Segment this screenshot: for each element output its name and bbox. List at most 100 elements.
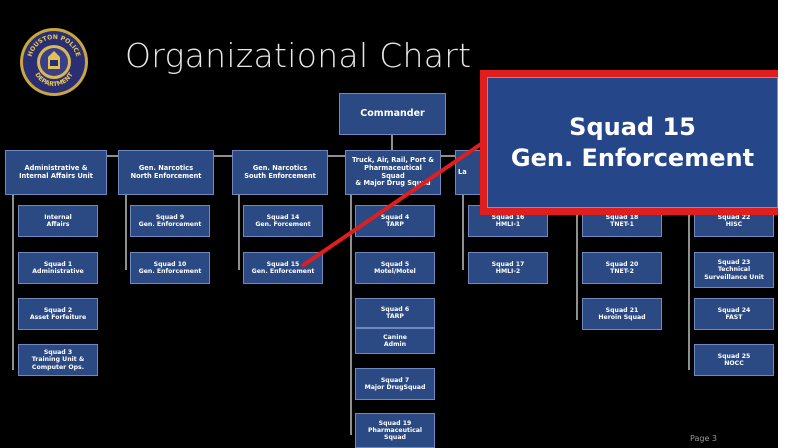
spine-col7	[688, 195, 690, 370]
box-line: Administrative &	[24, 163, 88, 172]
spine-col2	[125, 195, 127, 270]
box-line: Training Unit &	[31, 356, 85, 364]
box-line: Gen. Enforcement	[138, 221, 202, 228]
box-line: Pharmaceutical	[367, 426, 423, 434]
box-line: Squad 14	[266, 213, 300, 221]
box-line: TNET-1	[610, 221, 634, 228]
box-line: Gen. Enforcement	[138, 268, 202, 275]
box-line: HISC	[725, 221, 743, 228]
box-line: TNET-2	[610, 268, 634, 275]
box-line: Canine	[383, 333, 407, 341]
box-line: Asset Forfeiture	[29, 314, 87, 321]
box-line: La	[458, 167, 467, 176]
slide-title: Organizational Chart	[125, 36, 472, 75]
box-line: Gen. Narcotics	[252, 163, 308, 172]
box-line: Pharmaceutical	[364, 163, 422, 172]
box-line: South Enforcement	[244, 171, 316, 180]
box-line: Squad 22	[717, 213, 751, 221]
box-line: HMLI-2	[495, 268, 521, 275]
box-line: NOCC	[724, 360, 744, 367]
box-line: Squad 10	[153, 260, 187, 268]
box-line: Motel/Motel	[374, 268, 416, 275]
box-line: TARP	[386, 313, 404, 320]
box-line: Squad 20	[605, 260, 639, 268]
box-line: Squad 15	[266, 260, 300, 268]
box-line: Commander	[360, 108, 425, 120]
box-line: & Major Drug Squad	[355, 179, 431, 188]
box-line: Squad 4	[380, 213, 410, 221]
box-line: Squad 16	[491, 213, 525, 221]
box-line: Gen. Forcement	[255, 221, 311, 228]
box-line: Major DrugSquad	[364, 384, 426, 391]
box-line: Squad 9	[155, 213, 185, 221]
box-line: Internal	[44, 213, 72, 221]
box-line: Gen. Enforcement	[251, 268, 315, 275]
spine-col3	[238, 195, 240, 270]
box-line: Surveillance Unit	[704, 273, 764, 281]
slide-edge	[778, 0, 787, 448]
box-line: North Enforcement	[130, 171, 202, 180]
spine-col6	[576, 195, 578, 320]
box-line: Internal Affairs Unit	[19, 171, 93, 180]
box-line: Squad 5	[380, 260, 410, 268]
box-line: Squad 21	[605, 306, 639, 314]
commander-box: Commander	[339, 93, 446, 135]
commander-connector	[391, 135, 393, 155]
box-line: Gen. Enforcement	[510, 143, 755, 172]
box-line: Squad 19	[378, 419, 412, 427]
box-line: Squad 23	[717, 259, 751, 267]
spine-col4	[350, 195, 352, 435]
box-line: Gen. Narcotics	[138, 163, 194, 172]
box-line: Squad 1	[43, 260, 73, 268]
box-line: Admin	[383, 341, 407, 348]
spine-col1	[12, 195, 14, 370]
box-line: TARP	[386, 221, 404, 228]
box-line: FAST	[725, 314, 743, 321]
box-line: Heroin Squad	[598, 314, 646, 321]
box-line: Squad 3	[43, 349, 73, 357]
spine-col5	[462, 195, 464, 270]
box-line: Squad 18	[605, 213, 639, 221]
column-header-admin: Administrative &Internal Affairs Unit	[5, 150, 107, 195]
box-line: Computer Ops.	[31, 363, 85, 371]
box-line: Affairs	[46, 221, 70, 228]
box-line: Squad	[381, 171, 405, 180]
box-line: Squad 6	[380, 305, 410, 313]
box-line: Squad	[384, 434, 406, 442]
box-line: Squad 24	[717, 306, 751, 314]
page-number: Page 3	[690, 434, 717, 443]
box-line: Squad 25	[717, 352, 751, 360]
box-line: Squad 17	[491, 260, 525, 268]
box-line: Squad 15	[569, 112, 696, 141]
box-line: Administrative	[32, 268, 84, 275]
box-line: HMLI-1	[495, 221, 521, 228]
police-badge-icon: HOUSTON POLICE DEPARTMENT	[20, 28, 88, 96]
box-line: Truck, Air, Rail, Port &	[352, 155, 434, 164]
